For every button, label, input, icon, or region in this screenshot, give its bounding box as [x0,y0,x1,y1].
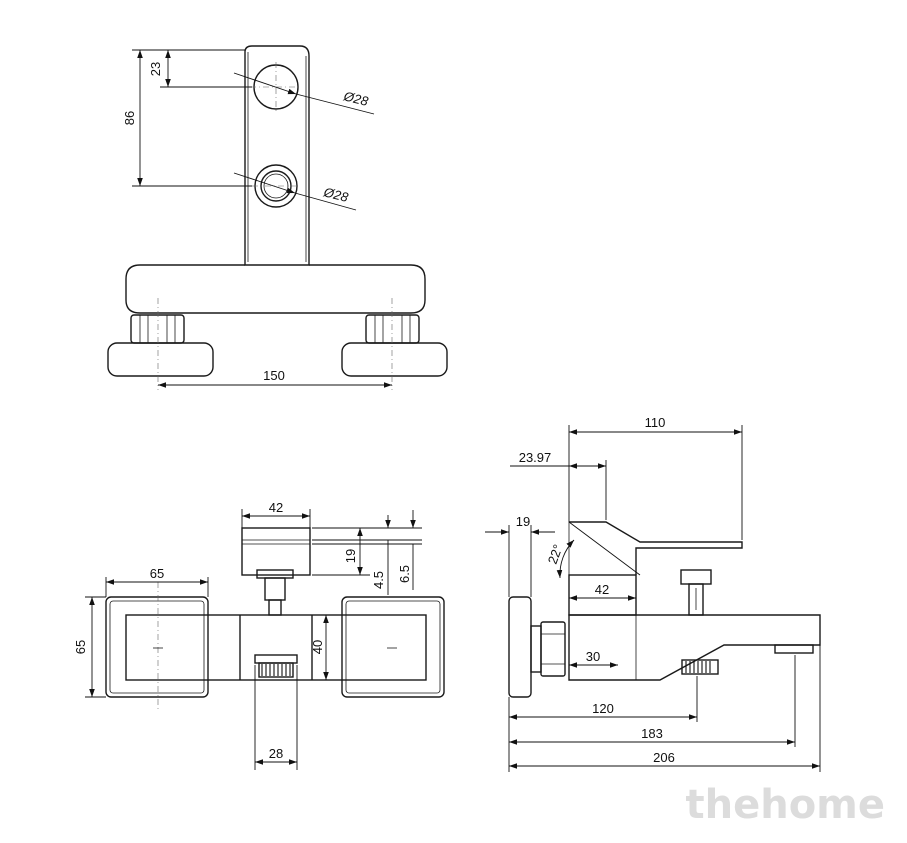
right-nut [365,314,420,344]
top-view-body [125,264,426,314]
side-nut [530,621,566,677]
front-handle [241,527,311,616]
dim-handle-19: 19 [343,549,358,563]
dim-angle: 22° [545,542,566,566]
right-wall-plate [341,342,448,377]
dim-lower-diameter: Ø28 [321,184,350,205]
dim-outlet-offset: 23 [148,62,163,76]
dim-center-distance: 150 [263,368,285,383]
dim-total-length: 206 [653,750,675,765]
dim-handle-6-5: 6.5 [397,565,412,583]
left-wall-plate [107,342,214,377]
left-nut [130,314,185,344]
top-view-stem [244,45,310,266]
dim-handle-4-5: 4.5 [371,571,386,589]
side-view: 110 23.97 19 22° 42 30 120 183 20 [485,415,821,772]
dim-body-length: 183 [641,726,663,741]
side-thread [681,659,719,675]
watermark-logo: thehome [686,782,886,828]
front-thread [254,654,298,678]
top-view: 23 86 Ø28 Ø28 150 [107,45,448,390]
side-wall-plate [508,596,532,698]
side-diverter [680,569,712,616]
dim-upper-diameter: Ø28 [341,88,370,109]
dim-outlet-spacing: 86 [122,111,137,125]
dim-plate-height: 65 [73,640,88,654]
dim-lever-length: 110 [645,415,666,430]
front-view: 65 65 42 19 4.5 6.5 40 28 [73,500,445,770]
front-right-plate [341,596,445,698]
dim-lever-offset: 23.97 [519,450,552,465]
side-handle [568,521,743,616]
dim-handle-width: 42 [269,500,283,515]
front-body [125,614,427,681]
dim-shower-outlet: 120 [592,701,614,716]
dim-plate-depth: 19 [516,514,530,529]
dim-handle-base: 42 [595,582,609,597]
dim-thread-width: 28 [269,746,283,761]
dim-body-height: 40 [310,640,325,654]
dim-connector: 30 [586,649,600,664]
front-left-plate [105,582,209,710]
lower-outlet [252,164,300,208]
dim-plate-width: 65 [150,566,164,581]
